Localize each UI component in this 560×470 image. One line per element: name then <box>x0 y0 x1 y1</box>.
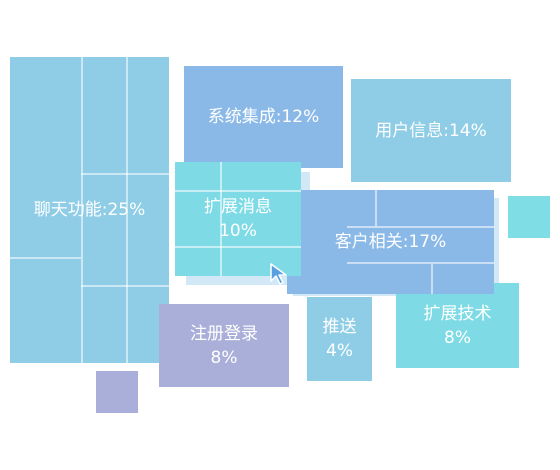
block-user[interactable]: 用户信息:14% <box>351 79 511 182</box>
block-chat-label: 聊天功能:25% <box>33 200 146 220</box>
block-push-label: 推送 4% <box>322 317 357 361</box>
arrow-cursor-icon <box>268 262 294 288</box>
block-ext-msg[interactable]: 扩展消息 10% <box>175 162 301 276</box>
block-register-label: 注册登录 8% <box>190 323 258 368</box>
block-system[interactable]: 系统集成:12% <box>184 66 343 168</box>
block-push[interactable]: 推送 4% <box>307 297 372 381</box>
block-ext-msg-label: 扩展消息 10% <box>204 197 272 241</box>
block-customer-label: 客户相关:17% <box>334 232 447 252</box>
block-system-label: 系统集成:12% <box>207 107 320 127</box>
block-ext-tech[interactable]: 扩展技术 8% <box>396 283 519 368</box>
block-customer[interactable]: 客户相关:17% <box>287 190 494 294</box>
block-chat[interactable]: 聊天功能:25% <box>10 57 169 363</box>
small-purple-block <box>96 371 138 413</box>
block-user-label: 用户信息:14% <box>375 120 487 141</box>
block-register[interactable]: 注册登录 8% <box>159 304 289 387</box>
block-ext-tech-label: 扩展技术 8% <box>423 303 492 348</box>
small-cyan-block <box>508 196 550 238</box>
